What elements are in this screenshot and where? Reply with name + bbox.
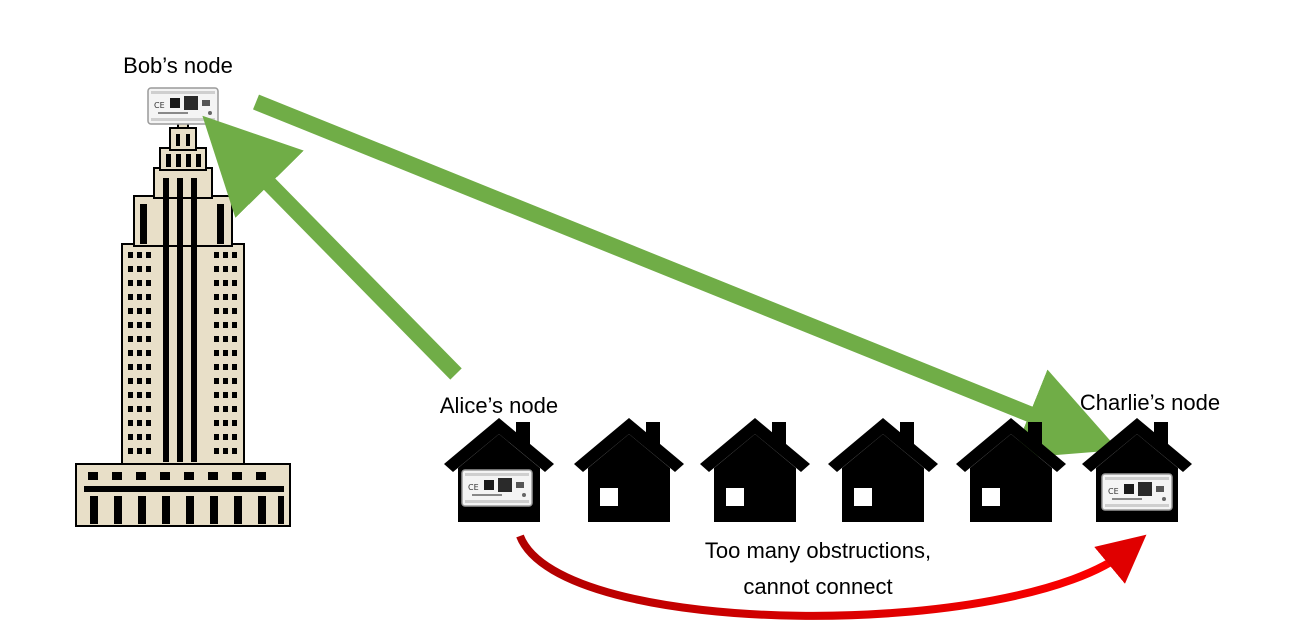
alice-node-label: Alice’s node [440, 393, 558, 418]
house-icon [956, 418, 1066, 522]
obstruction-note-line2: cannot connect [743, 574, 892, 599]
alice-to-bob-link [202, 115, 462, 380]
obstruction-note-line1: Too many obstructions, [705, 538, 931, 563]
skyscraper-details [84, 134, 284, 524]
charlie-node-label: Charlie’s node [1080, 390, 1220, 415]
charlie-node-board-icon [1101, 473, 1173, 511]
house-icon [574, 418, 684, 522]
alice-to-charlie-failed-link [516, 534, 1147, 620]
bob-node-board-icon [147, 87, 219, 125]
house-icon [700, 418, 810, 522]
bob-node-label: Bob’s node [123, 53, 233, 78]
bob-to-charlie-link [253, 94, 1119, 459]
alice-node-board-icon [461, 469, 533, 507]
house-icon [828, 418, 938, 522]
